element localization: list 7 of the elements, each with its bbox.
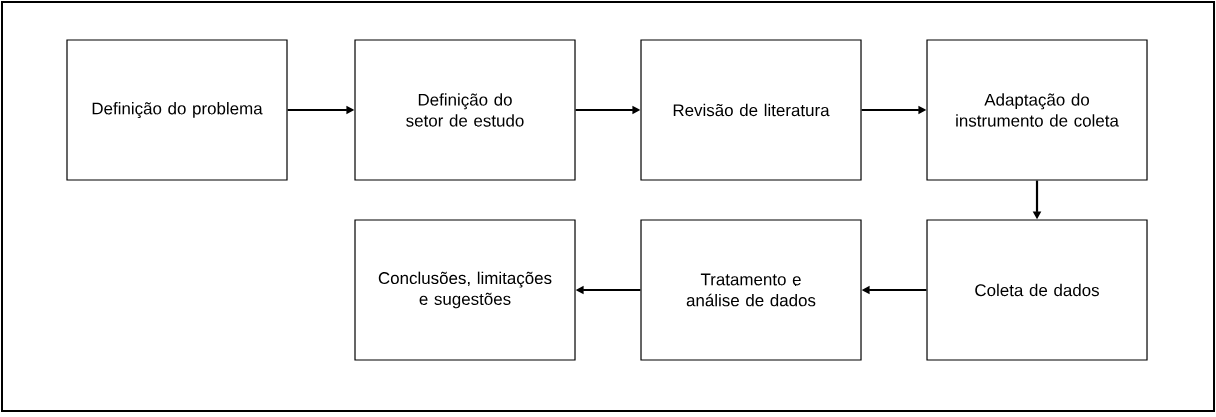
process-box: Tratamento e análise de dados — [640, 219, 862, 361]
process-box: Adaptação do instrumento de coleta — [926, 39, 1148, 181]
process-box: Revisão de literatura — [640, 39, 862, 181]
process-box: Conclusões, limitações e sugestões — [354, 219, 576, 361]
process-box: Coleta de dados — [926, 219, 1148, 361]
process-box: Definição do setor de estudo — [354, 39, 576, 181]
process-box: Definição do problema — [66, 39, 288, 181]
